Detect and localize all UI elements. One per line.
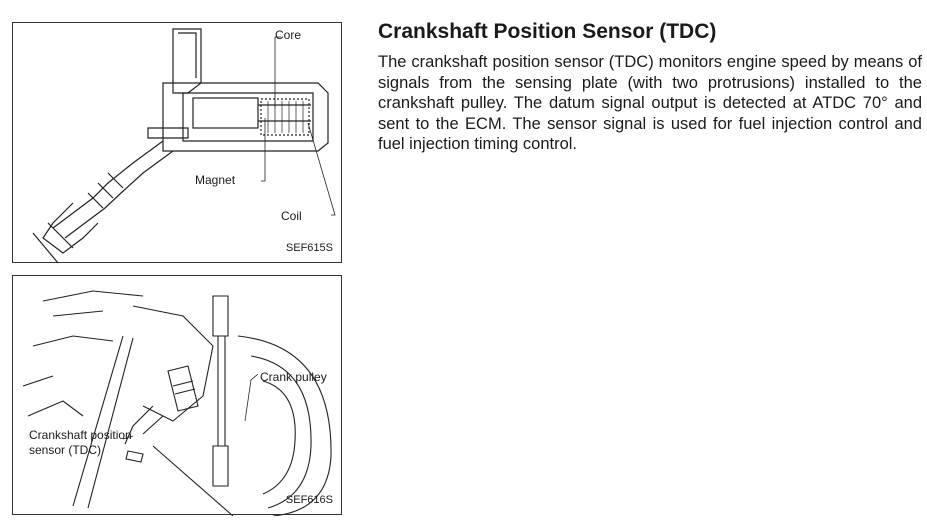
core-label: Core: [275, 28, 302, 42]
installation-drawing: [22, 290, 332, 516]
figure-code: SEF616S: [285, 494, 333, 506]
sensor-cutaway-drawing: [32, 28, 336, 264]
sensor-cutaway-figure: Core Magnet Coil SEF615S: [12, 22, 342, 264]
sensor-label-line2: sensor (TDC): [29, 443, 102, 457]
sensor-label-line1: Crankshaft position: [29, 428, 132, 442]
installation-figure: Crank pulley Crankshaft position sensor …: [12, 275, 342, 516]
magnet-label: Magnet: [195, 173, 236, 187]
section-paragraph: The crankshaft position sensor (TDC) mon…: [378, 53, 922, 153]
crank-pulley-label: Crank pulley: [260, 370, 327, 384]
coil-label: Coil: [281, 209, 302, 223]
figure-code: SEF615S: [285, 242, 333, 254]
section-title: Crankshaft Position Sensor (TDC): [378, 20, 717, 43]
